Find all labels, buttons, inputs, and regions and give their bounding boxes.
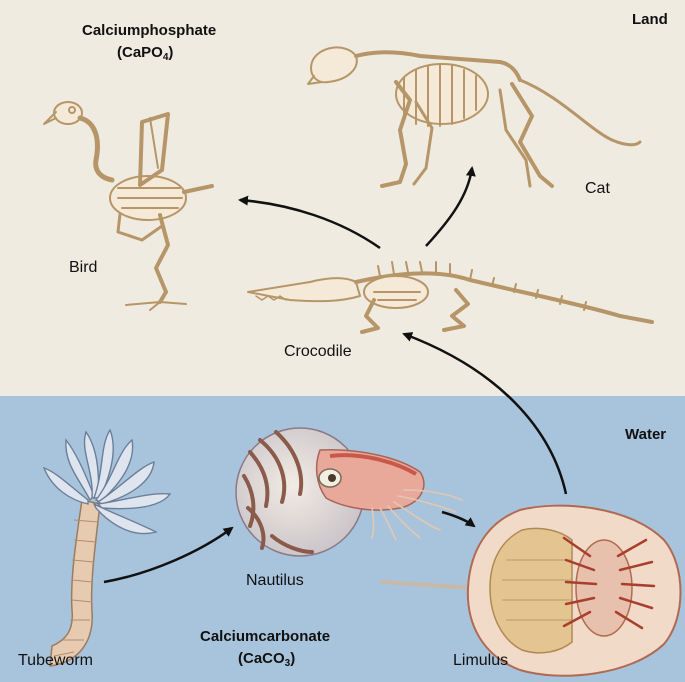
tubeworm-label: Tubeworm xyxy=(18,652,93,670)
water-formula-prefix: (CaCO xyxy=(238,650,285,667)
land-formula-suffix: ) xyxy=(168,44,173,61)
water-formula-suffix: ) xyxy=(290,650,295,667)
land-formula-prefix: (CaPO xyxy=(117,44,163,61)
crocodile-skeleton-icon xyxy=(248,262,652,332)
nautilus-label: Nautilus xyxy=(246,572,304,590)
water-mineral-name: Calciumcarbonate xyxy=(200,628,330,645)
nautilus-icon xyxy=(236,428,462,556)
land-region-label: Land xyxy=(632,11,668,28)
crocodile-label: Crocodile xyxy=(284,343,352,361)
water-mineral-formula: (CaCO3) xyxy=(238,650,295,669)
limulus-label: Limulus xyxy=(453,652,508,670)
bird-label: Bird xyxy=(69,259,97,277)
cat-skeleton-icon xyxy=(308,47,640,186)
land-mineral-name: Calciumphosphate xyxy=(82,22,216,39)
limulus-icon xyxy=(382,506,681,676)
bird-skeleton-icon xyxy=(44,102,212,310)
cat-label: Cat xyxy=(585,180,610,198)
water-region-label: Water xyxy=(625,426,666,443)
tubeworm-icon xyxy=(44,430,170,666)
land-mineral-formula: (CaPO4) xyxy=(117,44,173,63)
